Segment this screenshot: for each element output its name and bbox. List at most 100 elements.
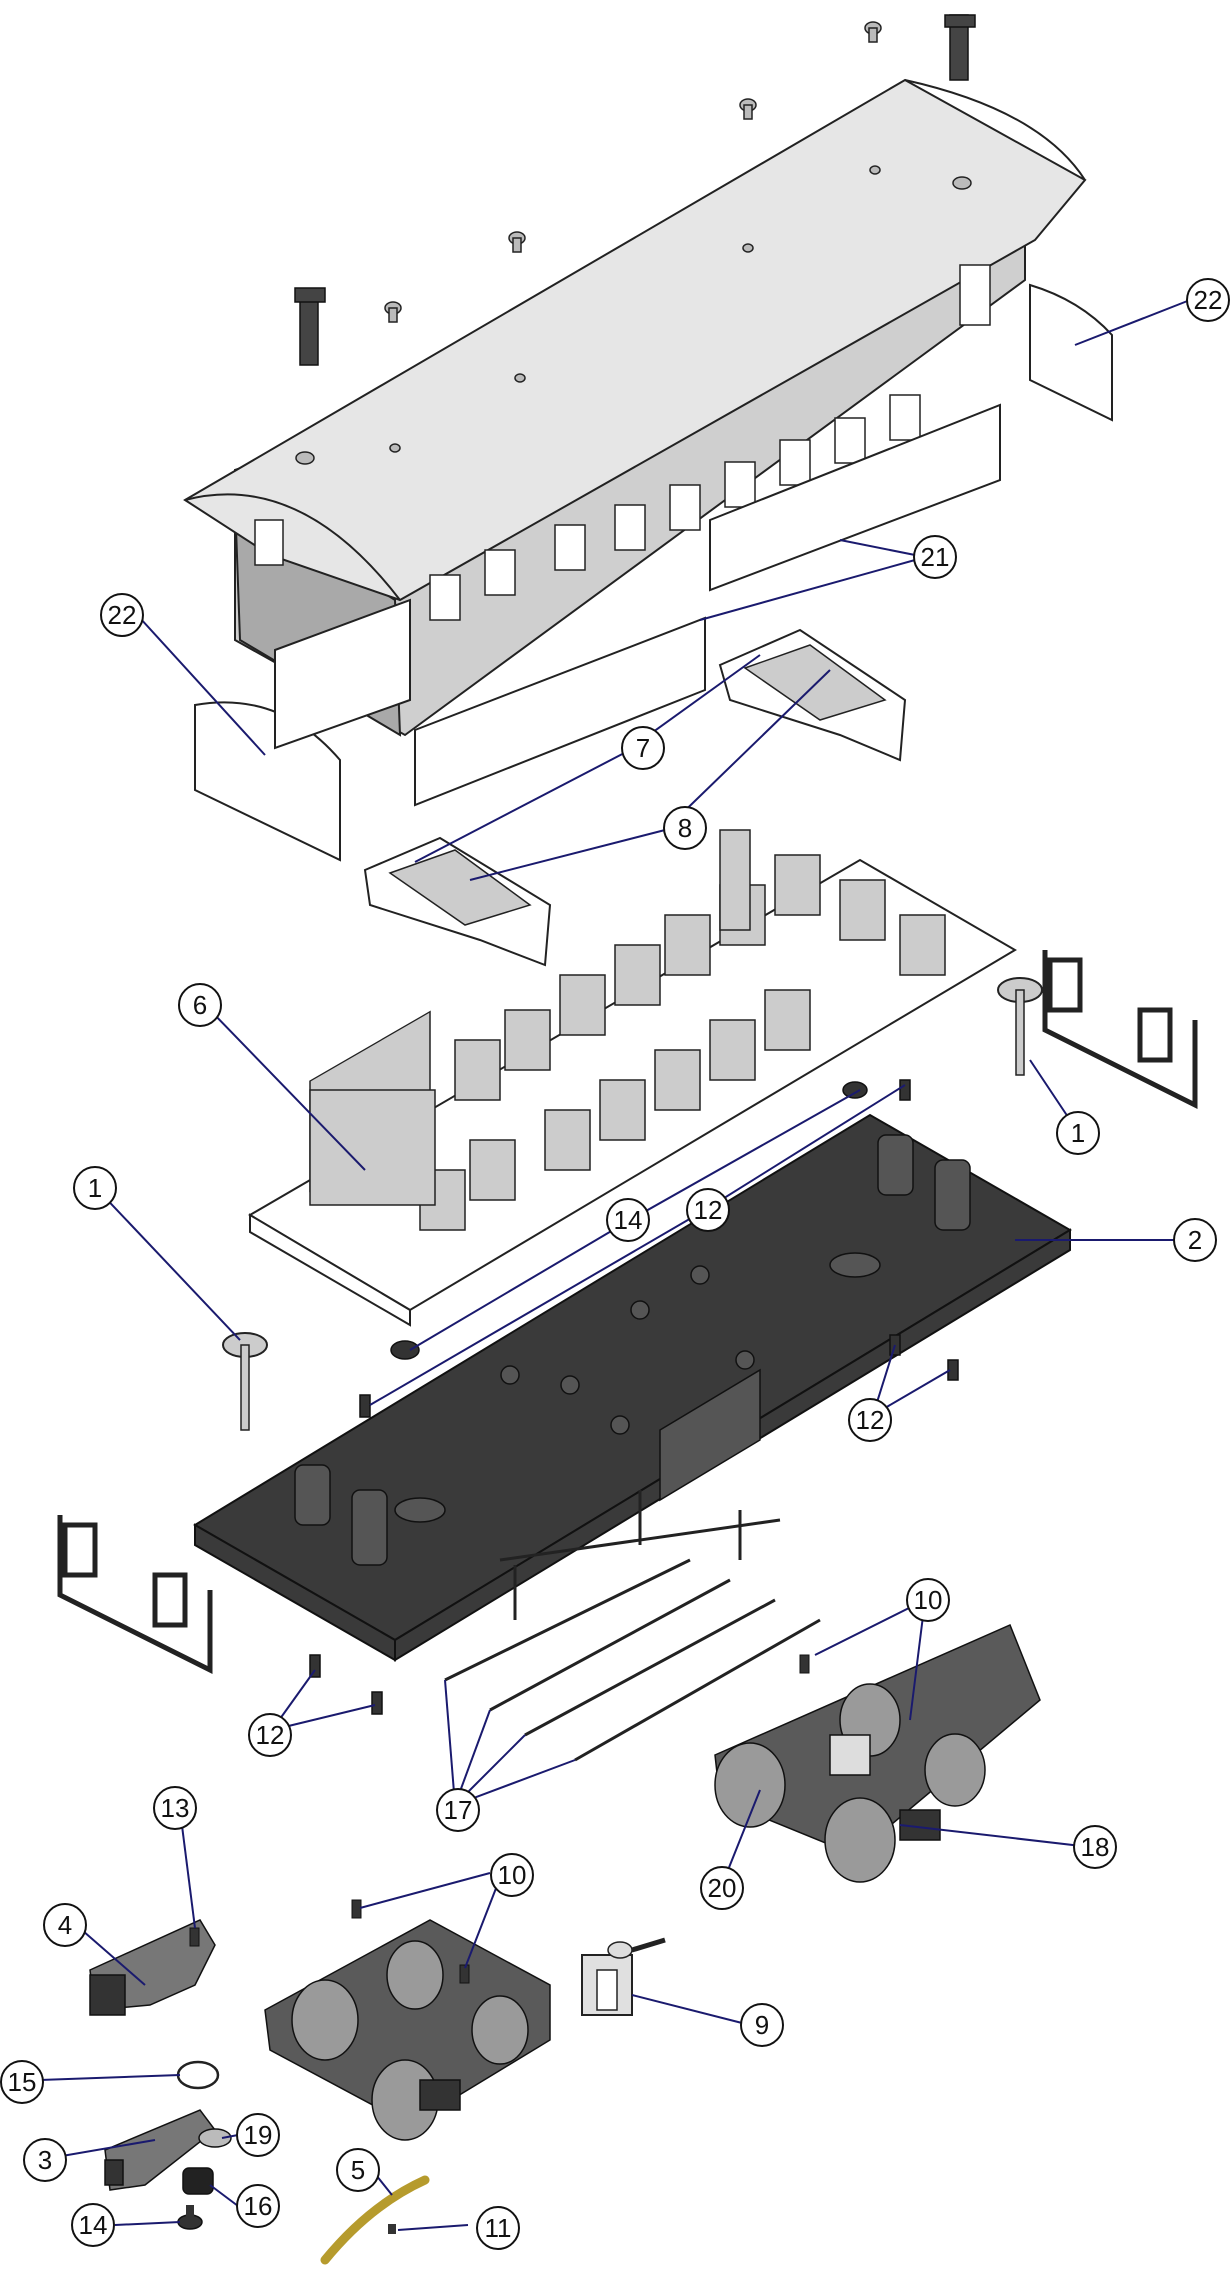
callout-circle [686, 1188, 730, 1232]
callout-c12c: 12 [248, 1713, 292, 1757]
callout-number: 1 [88, 1173, 102, 1203]
callout-circle [248, 1713, 292, 1757]
callout-circle [913, 535, 957, 579]
screw-left-b [371, 1691, 383, 1715]
callout-circle [43, 1903, 87, 1947]
callout-number: 1 [1071, 1118, 1085, 1148]
seating-floor [248, 829, 1017, 1327]
callout-number: 16 [244, 2191, 273, 2221]
callout-circle [476, 2206, 520, 2250]
callout-circle [1056, 1111, 1100, 1155]
screw-upper [899, 1079, 911, 1101]
callout-c8: 8 [663, 806, 707, 850]
callout-number: 18 [1081, 1832, 1110, 1862]
callout-c10a: 10 [906, 1578, 950, 1622]
chassis-bosses [294, 1134, 971, 1566]
callout-c5: 5 [336, 2148, 380, 2192]
callout-c14a: 14 [606, 1198, 650, 1242]
callout-number: 11 [485, 2213, 512, 2243]
underframe-rods [499, 1490, 781, 1620]
callout-c20: 20 [700, 1866, 744, 1910]
callout-c16: 16 [236, 2184, 280, 2228]
callout-circle [1173, 1218, 1217, 1262]
callout-c11: 11 [476, 2206, 520, 2250]
callout-number: 22 [1194, 285, 1223, 315]
pickup-wires [444, 1558, 821, 1762]
screw-right-b [947, 1359, 959, 1381]
pin-right [997, 977, 1043, 1076]
callout-circle [740, 2003, 784, 2047]
callout-circle [336, 2148, 380, 2192]
callout-c18: 18 [1073, 1825, 1117, 1869]
callout-c7: 7 [621, 726, 665, 770]
callout-c3: 3 [23, 2138, 67, 2182]
callout-circle [606, 1198, 650, 1242]
callout-c9: 9 [740, 2003, 784, 2047]
washer-19 [198, 2128, 232, 2148]
callout-c10b: 10 [490, 1853, 534, 1897]
callout-number: 6 [193, 990, 207, 1020]
callout-circle [906, 1578, 950, 1622]
callout-number: 7 [636, 733, 650, 763]
bracket-9 [581, 1937, 666, 2016]
callout-circle [73, 1166, 117, 1210]
screw-13 [189, 1927, 200, 1947]
carriage-windows [254, 264, 991, 621]
callout-c14b: 14 [71, 2203, 115, 2247]
callout-number: 3 [38, 2145, 52, 2175]
callout-circle [1186, 278, 1230, 322]
buffer-frame-right [1042, 950, 1198, 1110]
screws-10 [351, 1654, 810, 1984]
spring-16 [182, 2167, 214, 2195]
callout-number: 14 [614, 1205, 643, 1235]
callout-number: 19 [244, 2120, 273, 2150]
callout-c12a: 12 [686, 1188, 730, 1232]
callout-c13: 13 [153, 1786, 197, 1830]
chassis-frame [57, 950, 1198, 1675]
small-parts [89, 1654, 810, 2265]
callout-number: 17 [444, 1795, 473, 1825]
callout-circle [848, 1398, 892, 1442]
leader-lines [39, 299, 1191, 2231]
screw-11 [388, 2224, 396, 2234]
roof-chimneys [294, 14, 976, 366]
callout-c21: 21 [913, 535, 957, 579]
callout-c6: 6 [178, 983, 222, 1027]
callout-number: 2 [1188, 1225, 1202, 1255]
pin-left [222, 1332, 268, 1431]
callout-number: 21 [921, 542, 950, 572]
callout-c22a: 22 [1186, 278, 1230, 322]
callout-c12b: 12 [848, 1398, 892, 1442]
callout-circle [236, 2184, 280, 2228]
callout-circle [663, 806, 707, 850]
callout-number: 10 [498, 1860, 527, 1890]
screw-left-a [309, 1654, 321, 1678]
callout-circle [153, 1786, 197, 1830]
seat-frame-lower [363, 836, 552, 967]
callout-c1b: 1 [73, 1166, 117, 1210]
callout-c4: 4 [43, 1903, 87, 1947]
callout-number: 14 [79, 2210, 108, 2240]
callout-number: 9 [755, 2010, 769, 2040]
bogie-right [714, 1624, 1041, 1883]
screw-14b [177, 2205, 203, 2230]
callout-c2: 2 [1173, 1218, 1217, 1262]
callout-c22b: 22 [100, 593, 144, 637]
callout-number: 20 [708, 1873, 737, 1903]
callout-circle [436, 1788, 480, 1832]
callout-circle [236, 2113, 280, 2157]
callout-number: 22 [108, 600, 137, 630]
callout-number: 4 [58, 1910, 72, 1940]
callout-number: 13 [161, 1793, 190, 1823]
callout-number: 12 [856, 1405, 885, 1435]
end-panel-right [1029, 283, 1113, 422]
callout-c19: 19 [236, 2113, 280, 2157]
callout-number: 12 [694, 1195, 723, 1225]
callout-circle [490, 1853, 534, 1897]
screw-mid [359, 1394, 371, 1418]
callout-circle [100, 593, 144, 637]
seat-frame-upper [718, 628, 907, 762]
